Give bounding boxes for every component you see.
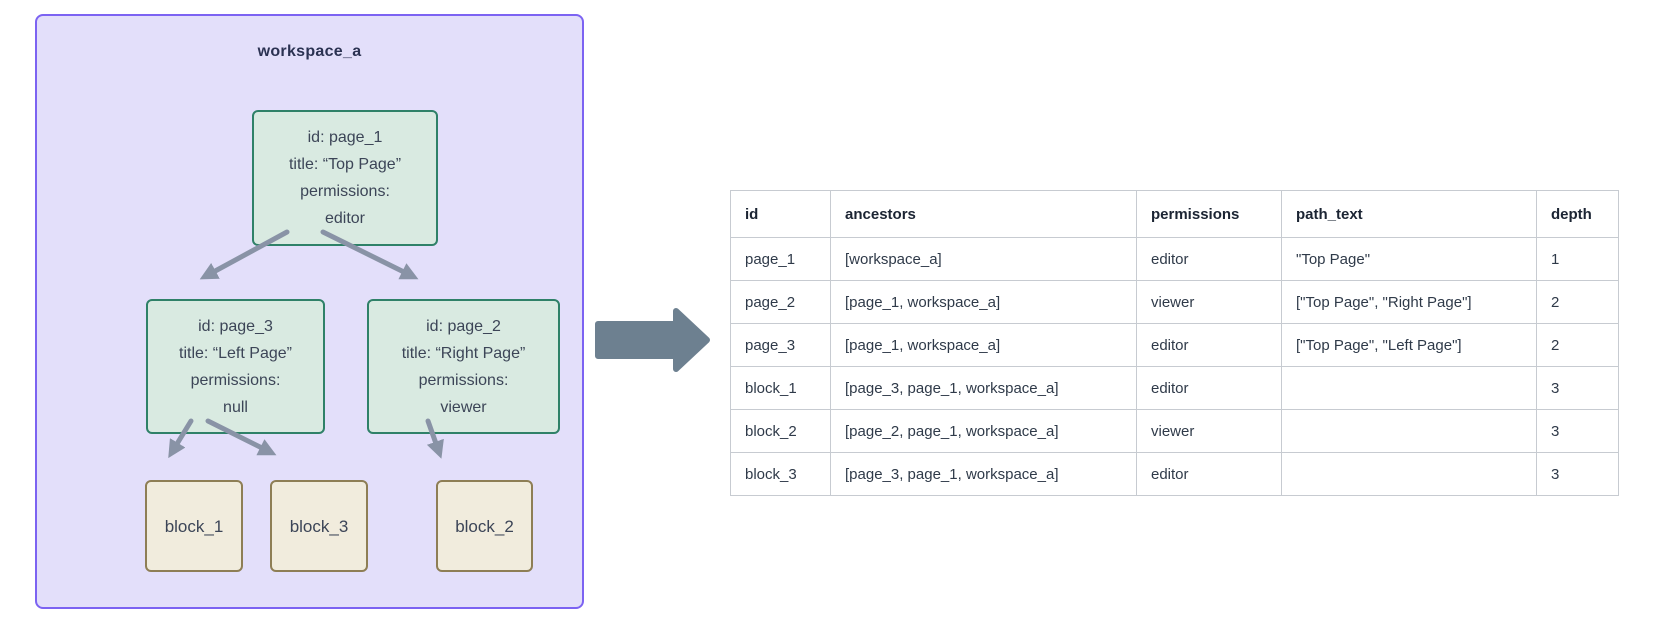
- cell-permissions: editor: [1136, 323, 1282, 367]
- col-header-path-text: path_text: [1281, 190, 1537, 238]
- node-page-2: id: page_2 title: “Right Page” permissio…: [367, 299, 560, 434]
- node-block-2-label: block_2: [455, 516, 514, 536]
- cell-id: block_3: [730, 452, 831, 496]
- node-page-2-title-line: title: “Right Page”: [401, 344, 526, 362]
- cell-path-text: ["Top Page", "Right Page"]: [1281, 280, 1537, 324]
- node-page-3-id-line: id: page_3: [198, 317, 273, 335]
- node-page-1-title-line: title: “Top Page”: [288, 156, 402, 173]
- node-page-2-permissions-value: viewer: [440, 398, 487, 416]
- node-page-3-permissions-value: null: [223, 398, 248, 416]
- cell-ancestors: [page_3, page_1, workspace_a]: [830, 366, 1137, 410]
- cell-depth: 3: [1536, 409, 1619, 453]
- node-page-3-permissions-label: permissions:: [190, 371, 281, 389]
- cell-depth: 3: [1536, 452, 1619, 496]
- col-header-ancestors: ancestors: [830, 190, 1137, 238]
- cell-path-text: "Top Page": [1281, 237, 1537, 281]
- table-row-block-3: block_3 [page_3, page_1, workspace_a] ed…: [730, 452, 1619, 496]
- cell-id: page_2: [730, 280, 831, 324]
- cell-path-text: [1281, 452, 1537, 496]
- node-page-1: id: page_1 title: “Top Page” permissions…: [252, 110, 438, 246]
- node-page-1-permissions-value: editor: [324, 210, 366, 227]
- result-table: id ancestors permissions path_text depth…: [730, 190, 1619, 496]
- cell-permissions: viewer: [1136, 280, 1282, 324]
- node-page-3-title-line: title: “Left Page”: [179, 344, 292, 362]
- cell-ancestors: [workspace_a]: [830, 237, 1137, 281]
- cell-permissions: viewer: [1136, 409, 1282, 453]
- cell-depth: 3: [1536, 366, 1619, 410]
- col-header-id: id: [730, 190, 831, 238]
- table-row-page-2: page_2 [page_1, workspace_a] viewer ["To…: [730, 280, 1619, 324]
- node-page-3: id: page_3 title: “Left Page” permission…: [146, 299, 325, 434]
- node-block-1-label: block_1: [164, 516, 224, 536]
- node-page-1-permissions-label: permissions:: [300, 183, 390, 200]
- node-page-1-id-line: id: page_1: [307, 129, 383, 146]
- cell-id: block_2: [730, 409, 831, 453]
- workspace-container: workspace_a id: page_1 title: “Top Page”…: [35, 14, 584, 609]
- cell-id: block_1: [730, 366, 831, 410]
- cell-id: page_3: [730, 323, 831, 367]
- table-row-page-1: page_1 [workspace_a] editor "Top Page" 1: [730, 237, 1619, 281]
- table-header-row: id ancestors permissions path_text depth: [730, 190, 1619, 238]
- cell-ancestors: [page_3, page_1, workspace_a]: [830, 452, 1137, 496]
- node-page-2-id-line: id: page_2: [426, 317, 501, 335]
- cell-path-text: [1281, 409, 1537, 453]
- cell-permissions: editor: [1136, 452, 1282, 496]
- node-block-1: block_1: [145, 480, 243, 572]
- node-block-2: block_2: [436, 480, 533, 572]
- cell-ancestors: [page_2, page_1, workspace_a]: [830, 409, 1137, 453]
- cell-depth: 1: [1536, 237, 1619, 281]
- cell-id: page_1: [730, 237, 831, 281]
- workspace-title: workspace_a: [257, 43, 362, 60]
- node-block-3-label: block_3: [289, 516, 349, 536]
- cell-ancestors: [page_1, workspace_a]: [830, 323, 1137, 367]
- table-row-block-1: block_1 [page_3, page_1, workspace_a] ed…: [730, 366, 1619, 410]
- cell-path-text: ["Top Page", "Left Page"]: [1281, 323, 1537, 367]
- cell-depth: 2: [1536, 280, 1619, 324]
- cell-permissions: editor: [1136, 237, 1282, 281]
- col-header-depth: depth: [1536, 190, 1619, 238]
- cell-ancestors: [page_1, workspace_a]: [830, 280, 1137, 324]
- col-header-permissions: permissions: [1136, 190, 1282, 238]
- table-row-block-2: block_2 [page_2, page_1, workspace_a] vi…: [730, 409, 1619, 453]
- node-page-2-permissions-label: permissions:: [418, 371, 509, 389]
- table-row-page-3: page_3 [page_1, workspace_a] editor ["To…: [730, 323, 1619, 367]
- node-block-3: block_3: [270, 480, 368, 572]
- cell-permissions: editor: [1136, 366, 1282, 410]
- cell-path-text: [1281, 366, 1537, 410]
- cell-depth: 2: [1536, 323, 1619, 367]
